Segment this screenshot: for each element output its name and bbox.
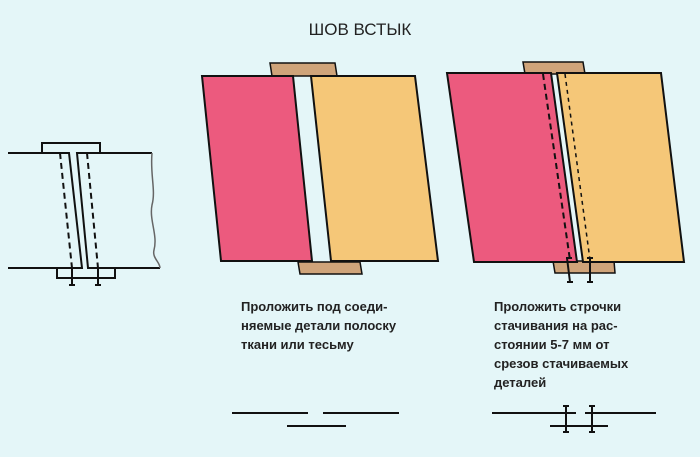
seam-cross-section xyxy=(8,142,161,286)
step1-caption: Проложить под соеди- няемые детали полос… xyxy=(241,299,397,352)
step1-schematic xyxy=(232,412,399,427)
stitch-line xyxy=(86,152,99,269)
strip-top xyxy=(269,62,338,77)
step2-schematic xyxy=(492,405,656,433)
step2-illustration xyxy=(445,61,686,283)
strip-bottom-edge xyxy=(56,268,116,279)
strip-bottom xyxy=(297,261,363,275)
step1-illustration xyxy=(200,62,440,275)
step2-caption: Проложить строчки стачивания на рас- сто… xyxy=(494,299,629,390)
left-piece xyxy=(445,72,579,263)
right-piece xyxy=(555,72,686,263)
stitch-marker xyxy=(69,267,75,286)
left-piece-section xyxy=(8,152,84,269)
strip-top-edge xyxy=(41,142,101,153)
stitch-marker xyxy=(566,257,573,283)
stitch-marker xyxy=(587,257,593,283)
right-piece xyxy=(309,75,440,262)
left-piece xyxy=(200,75,314,262)
stitch-line xyxy=(542,73,571,261)
stitch-marker xyxy=(95,267,101,286)
right-piece-section xyxy=(75,152,160,269)
diagram-title: ШОВ ВСТЫК xyxy=(308,20,412,39)
torn-edge xyxy=(150,152,161,269)
